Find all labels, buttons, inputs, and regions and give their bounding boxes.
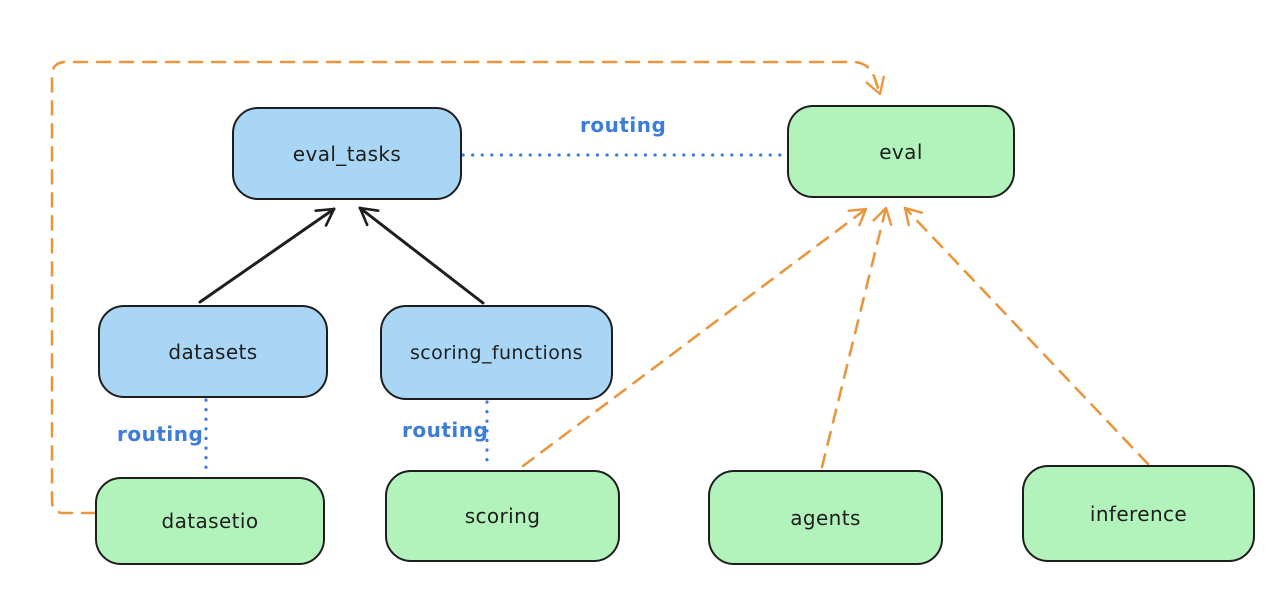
edge-inference-to-eval-dashed: [903, 206, 1150, 466]
node-scoring-functions: scoring_functions: [380, 305, 613, 400]
node-inference: inference: [1022, 465, 1255, 562]
node-datasetio: datasetio: [95, 477, 325, 565]
node-datasetio-label: datasetio: [161, 509, 259, 533]
node-agents-label: agents: [790, 505, 861, 530]
edge-label-routing-scoring_functions-scoring: routing: [402, 418, 489, 442]
edge-agents-to-eval-dashed: [820, 206, 893, 469]
edge-datasets-to-eval_tasks-arrow: [198, 207, 336, 304]
node-eval: eval: [787, 105, 1015, 198]
edge-scoring_functions-to-eval_tasks-arrow: [358, 206, 485, 305]
node-scoring: scoring: [385, 470, 620, 562]
node-agents: agents: [708, 470, 943, 565]
edge-datasetio-to-eval-dashed-around: [50, 60, 885, 515]
node-inference-label: inference: [1089, 501, 1188, 526]
node-datasets: datasets: [98, 305, 328, 398]
edge-label-routing-eval_tasks-eval: routing: [580, 113, 667, 137]
node-datasets-label: datasets: [168, 339, 258, 364]
node-scoring-label: scoring: [464, 504, 541, 528]
node-eval-tasks-label: eval_tasks: [292, 141, 402, 166]
node-eval-label: eval: [879, 139, 923, 164]
node-scoring-functions-label: scoring_functions: [410, 341, 583, 364]
edge-scoring-to-eval-dashed: [521, 207, 868, 468]
node-eval-tasks: eval_tasks: [232, 107, 462, 200]
edge-label-routing-datasets-datasetio: routing: [117, 422, 204, 446]
